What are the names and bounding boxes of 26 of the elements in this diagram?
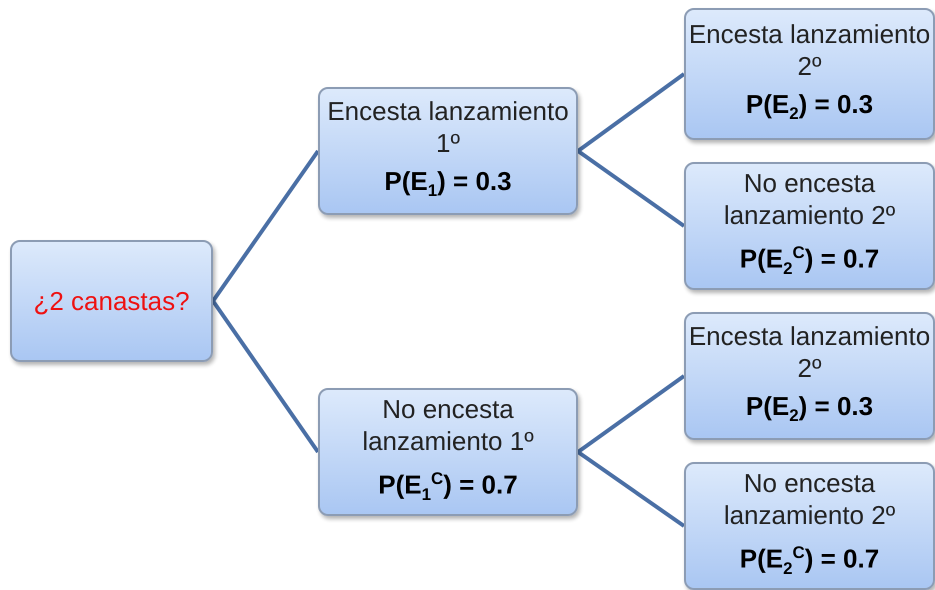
question-box <box>10 240 213 362</box>
probability-text: P(E$_{2}$) = 0.3 <box>746 390 874 428</box>
branch-line <box>211 150 320 302</box>
outcome-text: No encesta lanzamiento 1º <box>361 393 535 458</box>
outcome-box <box>684 162 935 290</box>
probability-text: P(E$_{2}$$^{C}$) = 0.7 <box>740 542 880 580</box>
branch-line <box>211 300 320 454</box>
outcome-box <box>684 462 935 590</box>
outcome-text: No encesta lanzamiento 2º <box>722 167 896 232</box>
probability-text: P(E$_{1}$$^{C}$) = 0.7 <box>378 468 518 506</box>
outcome-text: Encesta lanzamiento 2º <box>688 320 932 384</box>
outcome-box <box>684 312 935 440</box>
outcome-text: ¿2 canastas? <box>33 285 190 317</box>
outcome-box <box>684 8 935 140</box>
outcome-box <box>318 87 578 215</box>
branch-line <box>576 149 686 228</box>
probability-text: P(E$_{1}$) = 0.3 <box>384 164 512 202</box>
branch-line <box>576 374 686 454</box>
outcome-box <box>318 388 578 516</box>
outcome-text: No encesta lanzamiento 2º <box>722 467 896 532</box>
outcome-text: Encesta lanzamiento 2º <box>688 18 932 82</box>
probability-text: P(E$_{2}$) = 0.3 <box>746 88 874 126</box>
outcome-text: Encesta lanzamiento 1º <box>326 94 570 159</box>
branch-line <box>576 450 686 528</box>
branch-line <box>576 72 686 153</box>
probability-text: P(E$_{2}$$^{C}$) = 0.7 <box>740 242 880 280</box>
